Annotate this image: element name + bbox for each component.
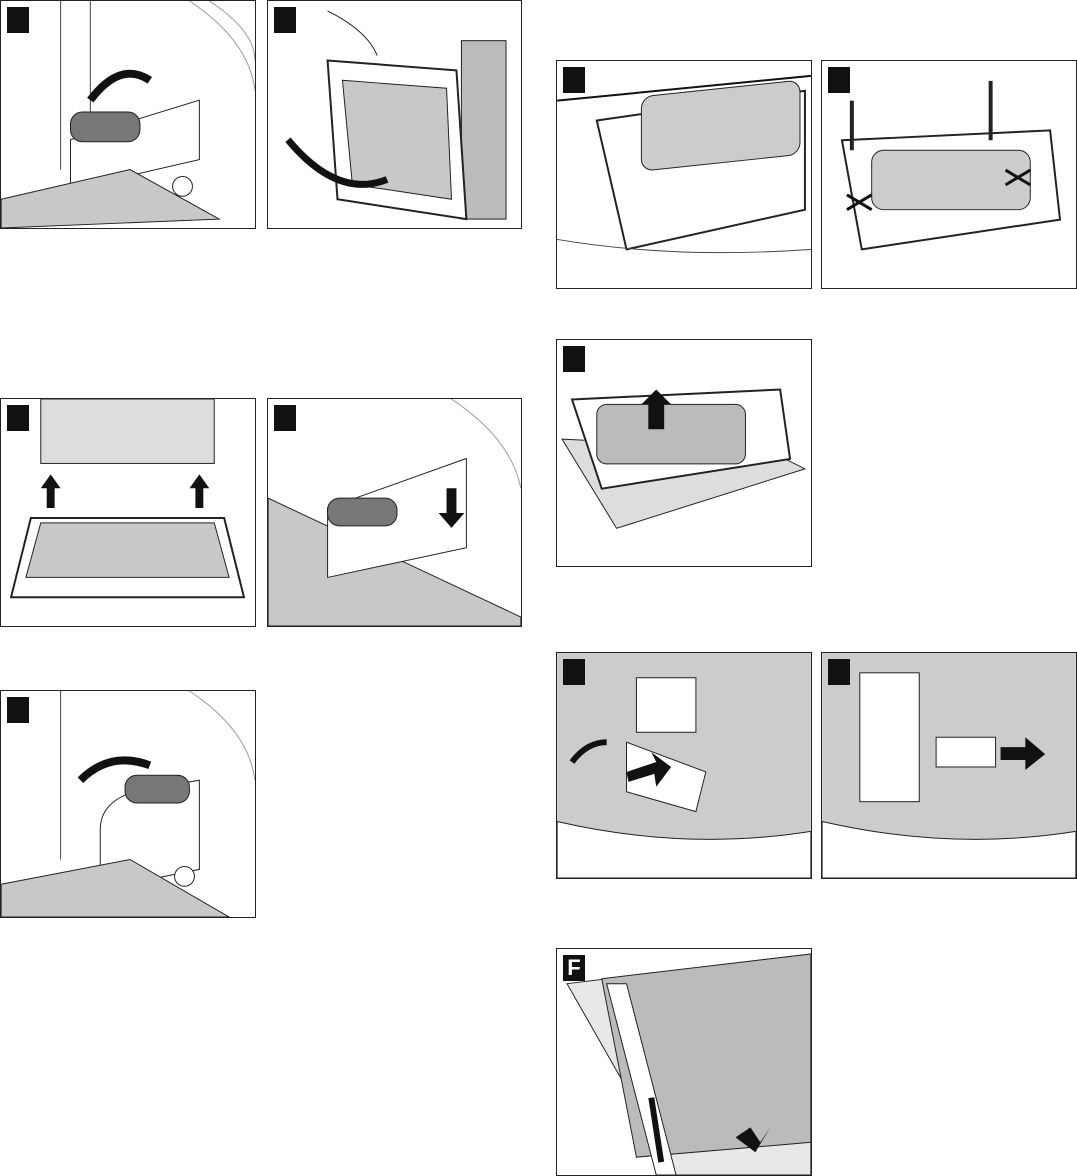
figure-label — [7, 7, 29, 33]
figure-label — [7, 405, 29, 431]
door-illustration — [285, 10, 507, 221]
figure-label — [828, 659, 850, 685]
inner-pane-illustration — [561, 388, 807, 529]
door-reattach-illustration — [9, 399, 246, 599]
figure-hinge-lever-close — [0, 690, 256, 918]
hinge-illustration — [1, 1, 255, 228]
figure-door-reattach — [0, 398, 256, 627]
figure-label: F — [563, 955, 585, 981]
hinge-lock-illustration — [268, 399, 521, 626]
hinge-close-illustration — [1, 691, 255, 917]
figure-hinge-lever-open — [0, 0, 256, 229]
figure-inner-pane-lift — [556, 339, 812, 567]
figure-door-lift-off — [267, 0, 522, 229]
figure-label — [828, 67, 850, 93]
figure-hinge-lever-lock — [267, 398, 522, 627]
figure-label — [7, 697, 29, 723]
figure-label — [563, 346, 585, 372]
glass-pane-illustration — [566, 953, 811, 1175]
figure-glass-pane-slide: F — [556, 948, 812, 1176]
figure-door-screws-removed — [821, 60, 1077, 289]
figure-door-panel-lying — [556, 60, 812, 289]
figure-label — [274, 7, 296, 33]
hinge-clip-illustration — [557, 653, 811, 878]
hinge-clip-remove-illustration — [822, 653, 1076, 878]
figure-label — [563, 659, 585, 685]
door-panel-illustration — [557, 74, 811, 254]
figure-hinge-clip-release — [556, 652, 812, 879]
figure-hinge-clip-remove — [821, 652, 1077, 879]
figure-label — [274, 405, 296, 431]
door-screws-illustration — [840, 80, 1062, 251]
figure-label — [563, 67, 585, 93]
